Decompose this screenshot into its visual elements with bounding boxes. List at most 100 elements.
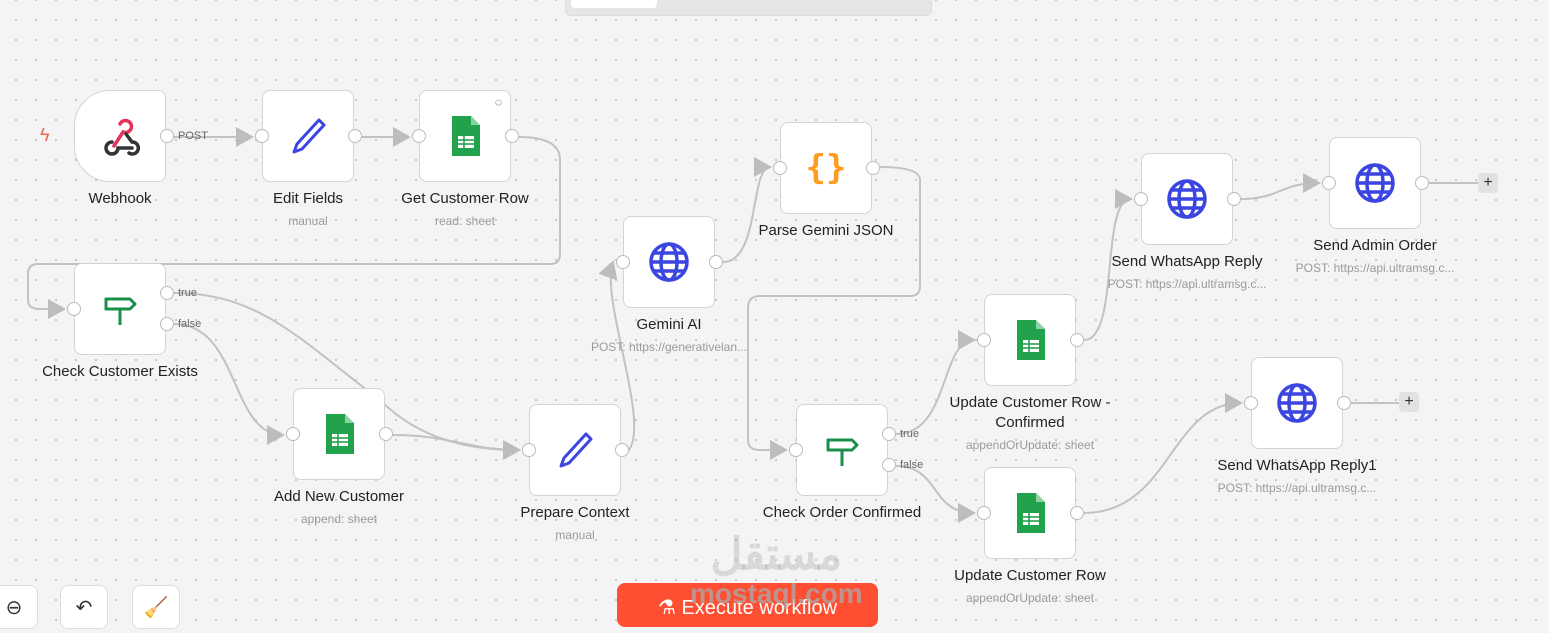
svg-text:{}: {} (806, 148, 847, 188)
webhook-output-port[interactable] (160, 129, 174, 143)
broom-icon: 🧹 (143, 597, 169, 619)
send-whatsapp-reply-output-port[interactable] (1227, 192, 1241, 206)
connection[interactable] (747, 166, 921, 460)
post-label: POST (178, 130, 208, 142)
add-new-customer-output-port[interactable] (379, 427, 393, 441)
top-tab-bar (565, 0, 932, 16)
node-title: Prepare Context (520, 504, 630, 521)
node-add-new-customer[interactable] (293, 388, 385, 480)
check-customer-exists-input-port[interactable] (67, 302, 81, 316)
check-order-confirmed-false-port[interactable] (882, 458, 896, 472)
google-sheets-icon (443, 114, 487, 158)
node-webhook[interactable] (74, 90, 166, 182)
update-customer-row-confirmed-input-port[interactable] (977, 333, 991, 347)
globe-icon (1275, 381, 1319, 425)
node-title: Check Order Confirmed (762, 504, 922, 521)
node-send-whatsapp-reply1[interactable] (1251, 357, 1343, 449)
check-order-confirmed-input-port[interactable] (789, 443, 803, 457)
connection[interactable] (895, 465, 976, 523)
prepare-context-output-port[interactable] (615, 443, 629, 457)
add-node-button[interactable]: + (1478, 173, 1498, 193)
false-label: false (178, 318, 202, 330)
true-label: true (178, 287, 197, 299)
edit-fields-input-port[interactable] (255, 129, 269, 143)
node-update-customer-row-confirmed[interactable] (984, 294, 1076, 386)
google-sheets-icon (317, 412, 361, 456)
node-parse-gemini-json[interactable]: {} (780, 122, 872, 214)
globe-icon (1165, 177, 1209, 221)
check-customer-exists-false-port[interactable] (160, 317, 174, 331)
check-customer-exists-true-port[interactable] (160, 286, 174, 300)
connection[interactable] (392, 434, 521, 460)
node-title: Check Customer Exists (42, 363, 198, 380)
send-whatsapp-reply1-output-port[interactable] (1337, 396, 1351, 410)
node-title: Update Customer Row - Confirmed (949, 394, 1111, 431)
add-new-customer-input-port[interactable] (286, 427, 300, 441)
send-admin-order-input-port[interactable] (1322, 176, 1336, 190)
node-subtitle: appendOrUpdate: sheet (965, 438, 1095, 452)
edit-fields-output-port[interactable] (348, 129, 362, 143)
node-edit-fields[interactable] (262, 90, 354, 182)
connection[interactable] (722, 157, 772, 263)
get-customer-row-output-port[interactable] (505, 129, 519, 143)
undo-icon: ↶ (75, 597, 93, 619)
connection[interactable] (173, 323, 285, 445)
parse-gemini-json-input-port[interactable] (773, 161, 787, 175)
connection[interactable] (1083, 189, 1133, 341)
status-icon: ◌ (494, 95, 502, 109)
node-send-admin-order[interactable] (1329, 137, 1421, 229)
false-label: false (900, 459, 924, 471)
update-customer-row-output-port[interactable] (1070, 506, 1084, 520)
trigger-bolt-icon: ϟ (40, 125, 50, 145)
tidy-up-button[interactable]: 🧹 (132, 585, 180, 629)
node-title: Send Admin Order (1313, 237, 1437, 254)
send-whatsapp-reply-input-port[interactable] (1134, 192, 1148, 206)
parse-gemini-json-output-port[interactable] (866, 161, 880, 175)
undo-button[interactable]: ↶ (60, 585, 108, 629)
update-customer-row-input-port[interactable] (977, 506, 991, 520)
check-order-confirmed-true-port[interactable] (882, 427, 896, 441)
node-prepare-context[interactable] (529, 404, 621, 496)
node-get-customer-row[interactable]: ◌ (419, 90, 511, 182)
node-update-customer-row[interactable] (984, 467, 1076, 559)
flask-icon: ⚗ (657, 597, 682, 619)
signpost-icon (820, 428, 864, 472)
connections-layer (27, 127, 1478, 523)
pencil-icon (286, 114, 330, 158)
globe-icon (1353, 161, 1397, 205)
webhook-icon (98, 114, 142, 158)
pencil-icon (553, 428, 597, 472)
connection[interactable] (598, 260, 636, 451)
node-subtitle: POST: https://api.ultramsg.c... (1107, 277, 1267, 291)
gemini-ai-input-port[interactable] (616, 255, 630, 269)
add-node-button[interactable]: + (1399, 392, 1419, 412)
node-check-order-confirmed[interactable] (796, 404, 888, 496)
connection[interactable] (1083, 393, 1243, 514)
execute-workflow-label: Execute workflow (681, 597, 838, 619)
send-whatsapp-reply1-input-port[interactable] (1244, 396, 1258, 410)
node-subtitle: appendOrUpdate: sheet (965, 591, 1095, 605)
get-customer-row-input-port[interactable] (412, 129, 426, 143)
send-admin-order-output-port[interactable] (1415, 176, 1429, 190)
connection[interactable] (1240, 173, 1321, 200)
node-check-customer-exists[interactable] (74, 263, 166, 355)
node-subtitle: POST: https://generativelan... (590, 340, 748, 354)
node-send-whatsapp-reply[interactable] (1141, 153, 1233, 245)
globe-icon (647, 240, 691, 284)
update-customer-row-confirmed-output-port[interactable] (1070, 333, 1084, 347)
node-title: Update Customer Row (954, 567, 1106, 584)
node-title: Gemini AI (636, 316, 702, 333)
node-title: Send WhatsApp Reply1 (1217, 457, 1377, 474)
connection[interactable] (27, 136, 561, 319)
node-title: Add New Customer (273, 488, 405, 505)
execute-workflow-button[interactable]: ⚗ Execute workflow (617, 583, 878, 627)
zoom-out-button[interactable]: ⊖ (0, 585, 38, 629)
connection[interactable] (895, 330, 976, 435)
node-gemini-ai[interactable] (623, 216, 715, 308)
gemini-ai-output-port[interactable] (709, 255, 723, 269)
zoom-out-icon: ⊖ (5, 597, 23, 619)
prepare-context-input-port[interactable] (522, 443, 536, 457)
node-title: Send WhatsApp Reply (1111, 253, 1263, 270)
node-subtitle: manual (288, 214, 328, 228)
top-tab[interactable] (571, 0, 657, 8)
